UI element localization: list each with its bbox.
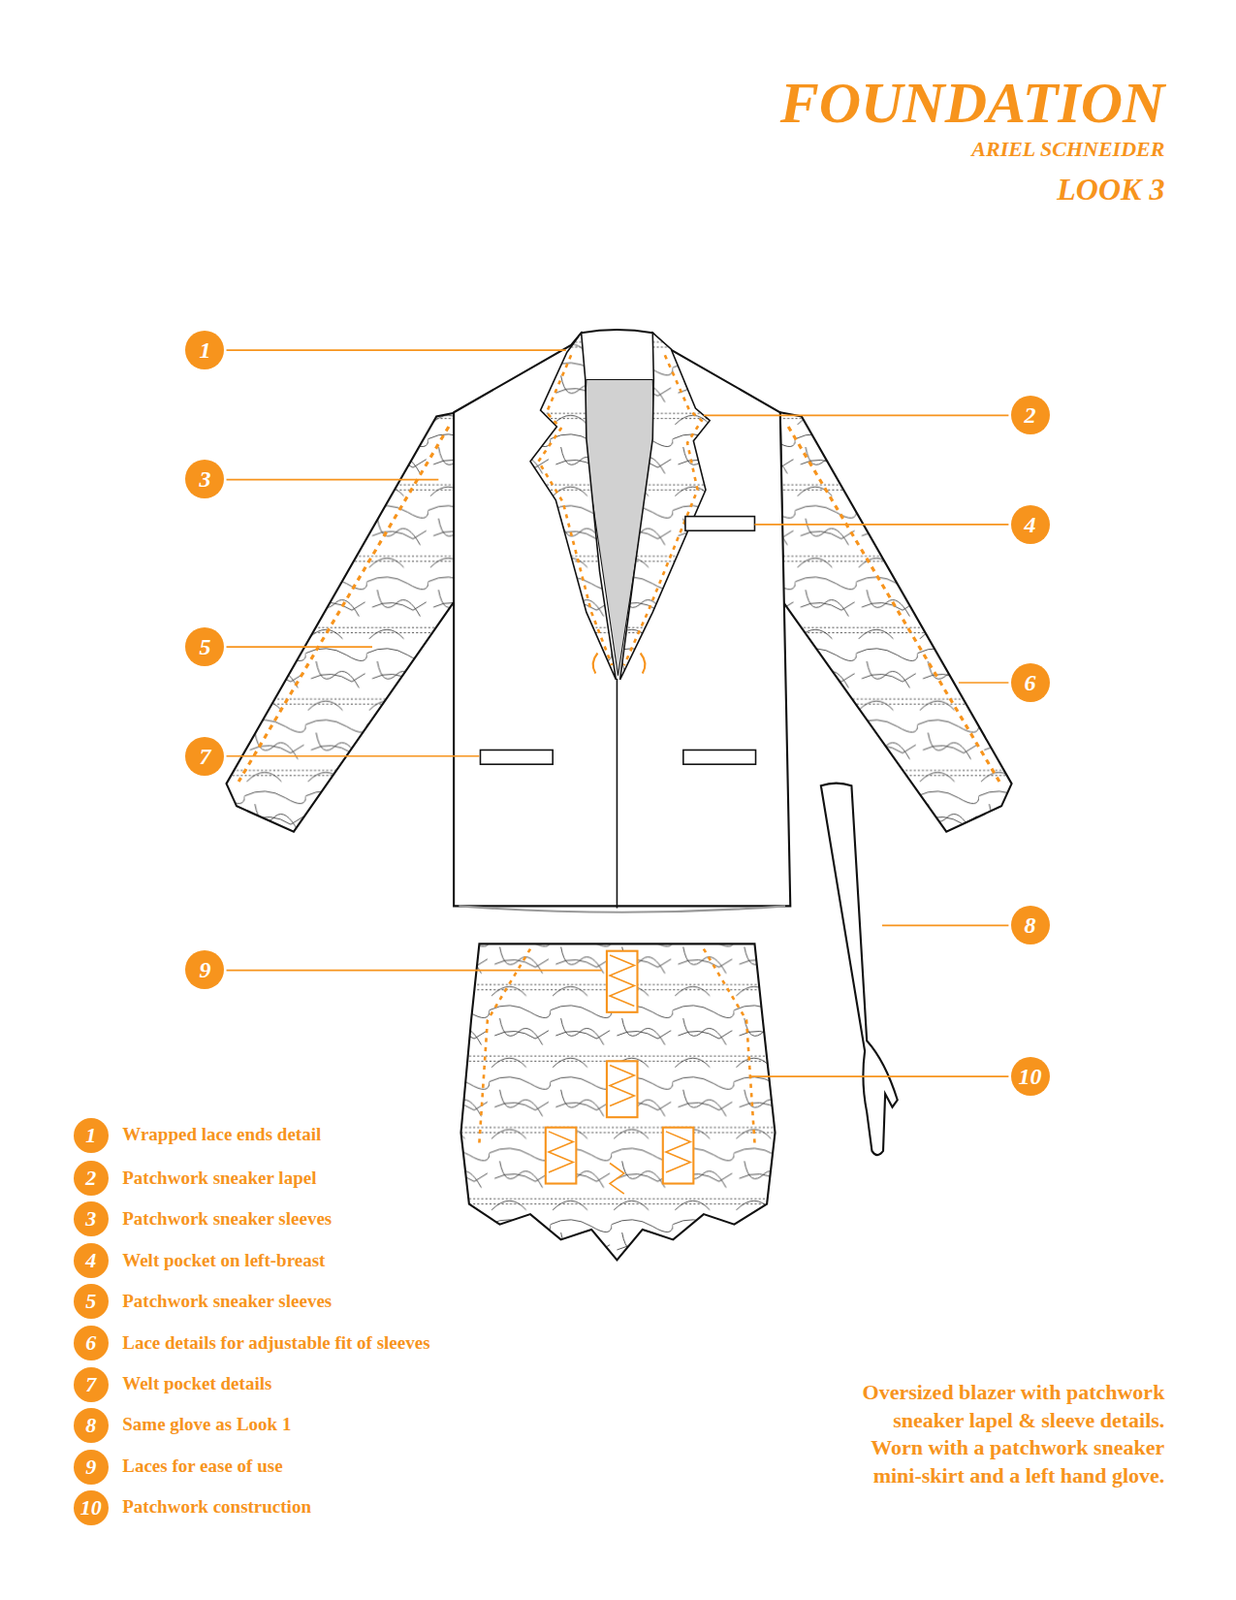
number-text: 10 — [80, 1496, 102, 1519]
caption: Oversized blazer with patchwork sneaker … — [854, 1378, 1165, 1490]
legend-text: Patchwork sneaker sleeves — [122, 1290, 332, 1313]
number-text: 4 — [85, 1249, 96, 1271]
legend-text: Wrapped lace ends detail — [122, 1123, 321, 1146]
number-text: 3 — [85, 1207, 96, 1230]
callout-number: 6 — [1011, 663, 1050, 702]
number-text: 4 — [1024, 512, 1037, 537]
callout-number: 2 — [1011, 395, 1050, 435]
subtitle: ARIEL SCHNEIDER — [971, 138, 1165, 160]
legend-number: 10 — [73, 1489, 109, 1525]
number-text: 6 — [1024, 670, 1037, 695]
number-text: 9 — [198, 957, 211, 982]
legend-number: 6 — [73, 1325, 109, 1361]
legend-number: 4 — [73, 1242, 109, 1278]
legend-number: 7 — [73, 1366, 109, 1402]
legend-number: 1 — [73, 1117, 109, 1153]
callout-number: 8 — [1011, 905, 1050, 945]
number-text: 8 — [85, 1414, 96, 1436]
legend-text: Patchwork sneaker sleeves — [122, 1207, 332, 1231]
legend-number: 2 — [73, 1160, 109, 1196]
number-text: 5 — [85, 1290, 96, 1312]
legend-number: 5 — [73, 1283, 109, 1319]
subtitle: LOOK 3 — [1056, 173, 1165, 205]
number-text: 8 — [1024, 913, 1037, 937]
legend-number: 9 — [73, 1449, 109, 1485]
number-text: 2 — [1024, 403, 1037, 427]
number-text: 10 — [1018, 1064, 1043, 1088]
number-text: 3 — [198, 467, 211, 491]
number-text: 7 — [198, 744, 211, 768]
number-text: 6 — [85, 1331, 96, 1354]
legend-number: 3 — [73, 1201, 109, 1236]
legend-text: Patchwork sneaker lapel — [122, 1167, 317, 1190]
legend-text: Same glove as Look 1 — [122, 1413, 291, 1436]
page-title: FOUNDATION — [780, 73, 1166, 132]
callout-number: 7 — [185, 736, 224, 776]
legend-number: 8 — [73, 1407, 109, 1443]
callout-number: 9 — [185, 950, 224, 989]
number-text: 2 — [85, 1167, 96, 1189]
number-text: 1 — [198, 338, 211, 362]
callout-number: 3 — [185, 459, 224, 499]
callout-number: 4 — [1011, 505, 1050, 544]
number-text: 9 — [85, 1456, 96, 1478]
callout-number: 10 — [1011, 1056, 1050, 1096]
legend-text: Patchwork construction — [122, 1495, 312, 1519]
number-text: 5 — [198, 634, 211, 659]
legend-text: Welt pocket on left-breast — [122, 1249, 325, 1272]
number-text: 7 — [85, 1373, 96, 1395]
number-text: 1 — [85, 1124, 96, 1146]
legend-text: Lace details for adjustable fit of sleev… — [122, 1331, 430, 1355]
callout-number: 1 — [185, 330, 224, 370]
legend-text: Laces for ease of use — [122, 1455, 283, 1478]
legend-text: Welt pocket details — [122, 1372, 272, 1395]
callout-number: 5 — [185, 627, 224, 666]
